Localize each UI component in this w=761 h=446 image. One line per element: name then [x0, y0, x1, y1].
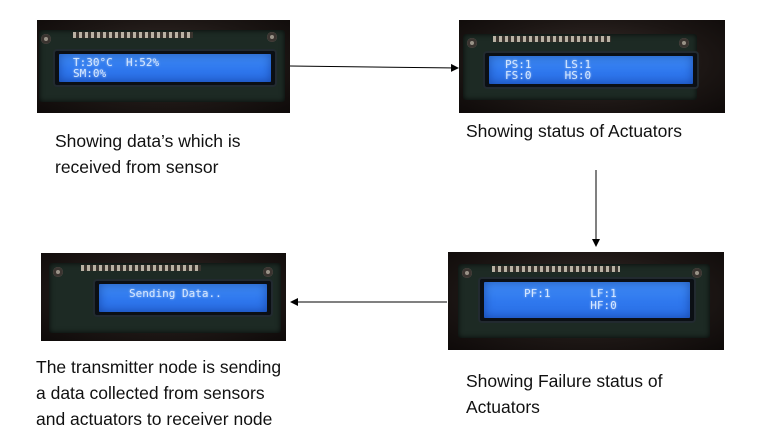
actuator-status-caption: Showing status of Actuators — [466, 118, 682, 144]
caption-line: received from sensor — [55, 157, 219, 177]
sensor-data-lcd-photo: T:30°C H:52% SM:0% — [37, 20, 290, 113]
mount-hole — [267, 32, 277, 42]
sensor-caption: Showing data’s which is received from se… — [55, 128, 240, 180]
actuator-status-lcd-photo: PS:1 LS:1 FS:0 HS:0 — [459, 20, 725, 113]
caption-line: and actuators to receiver node — [36, 409, 273, 429]
mount-hole — [467, 38, 477, 48]
mount-hole — [692, 268, 702, 278]
lcd-screen — [489, 56, 693, 84]
mount-hole — [263, 267, 273, 277]
lcd-screen — [99, 284, 267, 312]
caption-line: The transmitter node is sending — [36, 357, 282, 377]
lcd-row-1: T:30°C H:52% — [73, 56, 160, 69]
mount-hole — [53, 267, 63, 277]
header-pins — [493, 36, 611, 42]
lcd-row-1: Sending Data.. — [129, 287, 222, 300]
lcd-screen — [59, 54, 271, 82]
caption-line: Showing data’s which is — [55, 131, 241, 151]
caption-line: Showing status of Actuators — [466, 121, 682, 141]
failure-status-lcd-photo: PF:1 LF:1 HF:0 — [448, 252, 724, 350]
mount-hole — [679, 38, 689, 48]
failure-status-caption: Showing Failure status of Actuators — [466, 368, 663, 420]
lcd-row-1: PF:1 LF:1 — [524, 287, 617, 300]
lcd-screen — [484, 282, 690, 318]
header-pins — [81, 265, 201, 271]
caption-line: Showing Failure status of — [466, 371, 663, 391]
sending-data-lcd-photo: Sending Data.. — [41, 253, 286, 341]
lcd-row-1: PS:1 LS:1 — [505, 58, 592, 71]
lcd-row-2: FS:0 HS:0 — [505, 69, 592, 82]
caption-line: Actuators — [466, 397, 540, 417]
header-pins — [73, 32, 193, 38]
arrow-sensor-to-actuators — [289, 63, 459, 72]
header-pins — [492, 266, 620, 272]
lcd-row-2: HF:0 — [524, 299, 617, 312]
mount-hole — [41, 34, 51, 44]
mount-hole — [462, 268, 472, 278]
lcd-row-2: SM:0% — [73, 67, 107, 80]
caption-line: a data collected from sensors — [36, 383, 265, 403]
sending-caption: The transmitter node is sending a data c… — [36, 354, 281, 432]
